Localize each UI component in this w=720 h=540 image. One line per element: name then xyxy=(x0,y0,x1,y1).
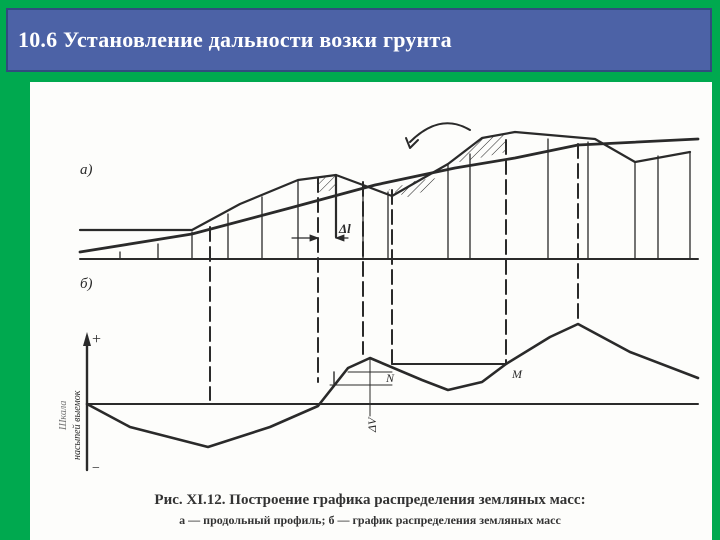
longitudinal-profile xyxy=(78,122,700,401)
delta-v-label: ΔV xyxy=(365,416,379,433)
point-n-label: N xyxy=(385,371,395,385)
slide-title-bar: 10.6 Установление дальности возки грунта xyxy=(6,8,712,72)
point-m-label: M xyxy=(511,367,523,381)
figure-panel: a) б) Δl N M ΔV + − Шкала насыпей выемок… xyxy=(30,82,712,540)
mass-curve xyxy=(85,322,700,449)
mass-distribution-graph xyxy=(83,322,700,472)
ground-line xyxy=(78,130,692,232)
label-part-b: б) xyxy=(80,276,93,292)
figure-caption-title: Рис. XI.12. Построение графика распредел… xyxy=(154,492,586,508)
axis-label-top: Шкала xyxy=(58,401,69,431)
earth-mass-diagram: a) б) Δl N M ΔV + − Шкала насыпей выемок xyxy=(58,122,700,476)
axis-minus-sign: − xyxy=(92,461,100,476)
axis-label-bottom: насыпей выемок xyxy=(72,390,83,460)
label-part-a: a) xyxy=(80,162,93,178)
delta-l-label: Δl xyxy=(338,221,351,236)
design-grade-line xyxy=(78,137,700,254)
figure-caption-legend: а — продольный профиль; б — график распр… xyxy=(179,513,561,527)
slide-title: 10.6 Установление дальности возки грунта xyxy=(18,27,452,52)
axis-plus-sign: + xyxy=(92,331,101,348)
